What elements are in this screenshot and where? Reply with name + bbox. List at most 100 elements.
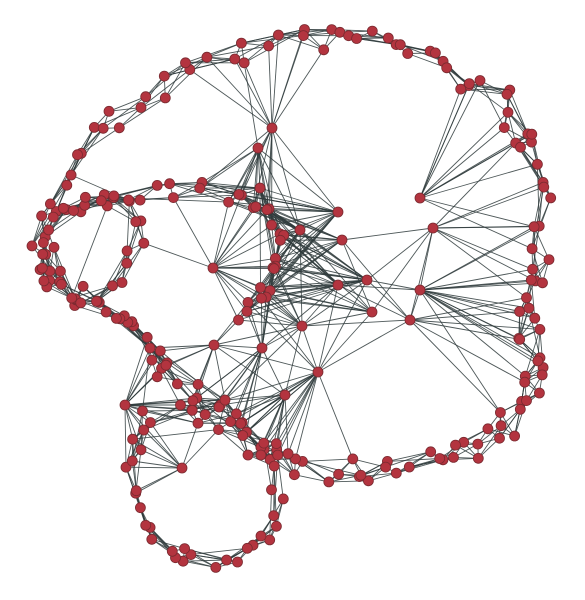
graph-edge [212, 267, 249, 303]
graph-edge [419, 227, 434, 291]
graph-edge [213, 344, 286, 396]
graph-edge [228, 201, 339, 213]
graph-node [207, 262, 219, 274]
graph-edge [124, 397, 197, 406]
graph-edge [266, 209, 339, 286]
graph-node [414, 192, 426, 204]
graph-node [241, 305, 253, 317]
graph-edge [212, 224, 272, 269]
graph-edge [269, 290, 303, 327]
graph-edge [224, 325, 303, 401]
graph-edge [419, 80, 481, 199]
graph-node [91, 295, 102, 307]
graph-edge [173, 197, 214, 269]
graph-node [351, 33, 363, 44]
graph-node [521, 395, 532, 407]
graph-node [116, 277, 128, 288]
graph-node [294, 224, 306, 236]
graph-node [333, 468, 345, 480]
graph-node [270, 520, 282, 532]
graph-node [266, 484, 277, 496]
graph-edge [149, 347, 194, 401]
graph-edge [419, 289, 541, 359]
graph-node [107, 280, 118, 292]
graph-edge [220, 394, 286, 406]
graph-edge [124, 399, 226, 406]
graph-edge [263, 371, 319, 450]
graph-edge [419, 289, 529, 309]
graph-node [160, 359, 172, 371]
graph-edge [531, 248, 543, 283]
graph-edge [419, 197, 533, 250]
graph-node [463, 78, 475, 89]
graph-edge [246, 310, 303, 327]
graph-edge [275, 229, 301, 259]
graph-node [140, 91, 152, 103]
graph-node [526, 243, 538, 255]
graph-node [274, 234, 286, 246]
graph-node [532, 158, 543, 170]
graph-edge [206, 56, 273, 129]
graph-node [256, 342, 268, 354]
graph-node [192, 378, 204, 390]
graph-edge [212, 267, 239, 321]
graph-edge [317, 319, 411, 373]
graph-edge [266, 127, 273, 210]
graph-node [121, 245, 133, 257]
graph-edge [31, 245, 61, 283]
graph-edge [432, 142, 517, 229]
graph-node [201, 51, 213, 63]
graph-edge [107, 205, 137, 223]
graph-node [80, 191, 91, 203]
graph-edge [268, 45, 273, 129]
graph-edge [190, 547, 248, 556]
graph-edge [173, 187, 261, 199]
graph-edge [432, 186, 544, 229]
graph-node [534, 323, 546, 335]
graph-node [366, 306, 378, 318]
graph-node [318, 44, 330, 56]
graph-edge [269, 229, 301, 291]
graph-node [494, 407, 506, 418]
graph-edge [341, 239, 373, 313]
graph-edge [275, 211, 339, 267]
graph-edge [317, 284, 339, 373]
graph-edge [61, 283, 97, 302]
graph-node [258, 437, 270, 449]
graph-edge [212, 201, 230, 269]
graph-edge [337, 284, 411, 321]
graph-edge [164, 56, 208, 99]
graph-node [434, 453, 446, 464]
graph-node [135, 102, 147, 113]
graph-node [138, 237, 150, 249]
graph-node [186, 404, 198, 416]
graph-edge [169, 181, 203, 185]
graph-edge [299, 229, 373, 313]
graph-node [95, 195, 107, 207]
graph-node [255, 449, 267, 461]
graph-edge [212, 257, 276, 269]
graph-node [288, 469, 300, 481]
graph-edge [213, 325, 303, 346]
graph-node [199, 409, 211, 421]
graph-edge [261, 325, 303, 349]
graph-edge [524, 329, 541, 377]
graph-node [404, 314, 416, 326]
graph-edge [277, 455, 284, 499]
graph-node [494, 432, 505, 444]
graph-edge [294, 474, 329, 483]
graph-edge [189, 58, 235, 71]
graph-node [263, 40, 275, 52]
graph-edge [124, 404, 199, 424]
graph-edge [273, 268, 373, 313]
graph-edge [257, 147, 301, 231]
graph-node [108, 190, 120, 202]
graph-node [448, 451, 459, 463]
graph-edge [212, 265, 276, 269]
graph-edge [409, 297, 527, 321]
graph-edge [276, 371, 319, 444]
graph-node [229, 53, 241, 65]
graph-edge [275, 257, 339, 286]
graph-node [61, 179, 73, 191]
graph-edge [224, 394, 286, 401]
